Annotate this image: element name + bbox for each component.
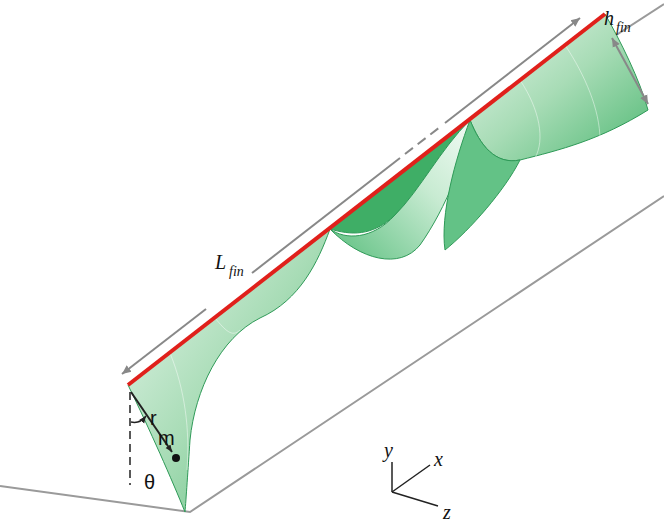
length-dimension bbox=[122, 18, 580, 374]
fin-surface bbox=[128, 14, 648, 512]
length-symbol: L bbox=[215, 252, 226, 272]
angle-symbol: θ bbox=[144, 472, 155, 492]
attachment-line bbox=[128, 14, 605, 385]
height-subscript: fin bbox=[616, 21, 631, 35]
axis-label: x bbox=[434, 449, 443, 469]
axis-triad bbox=[392, 462, 438, 506]
length-subscript: fin bbox=[229, 265, 244, 279]
axis-label: z bbox=[443, 502, 451, 522]
axis-label: y bbox=[384, 440, 393, 460]
height-dimension bbox=[612, 38, 648, 104]
radius-symbol: r bbox=[150, 408, 157, 428]
mass-symbol: m bbox=[158, 428, 175, 448]
floor-plane bbox=[0, 4, 664, 512]
height-symbol: h bbox=[604, 8, 614, 28]
fin-mesh bbox=[170, 45, 600, 470]
